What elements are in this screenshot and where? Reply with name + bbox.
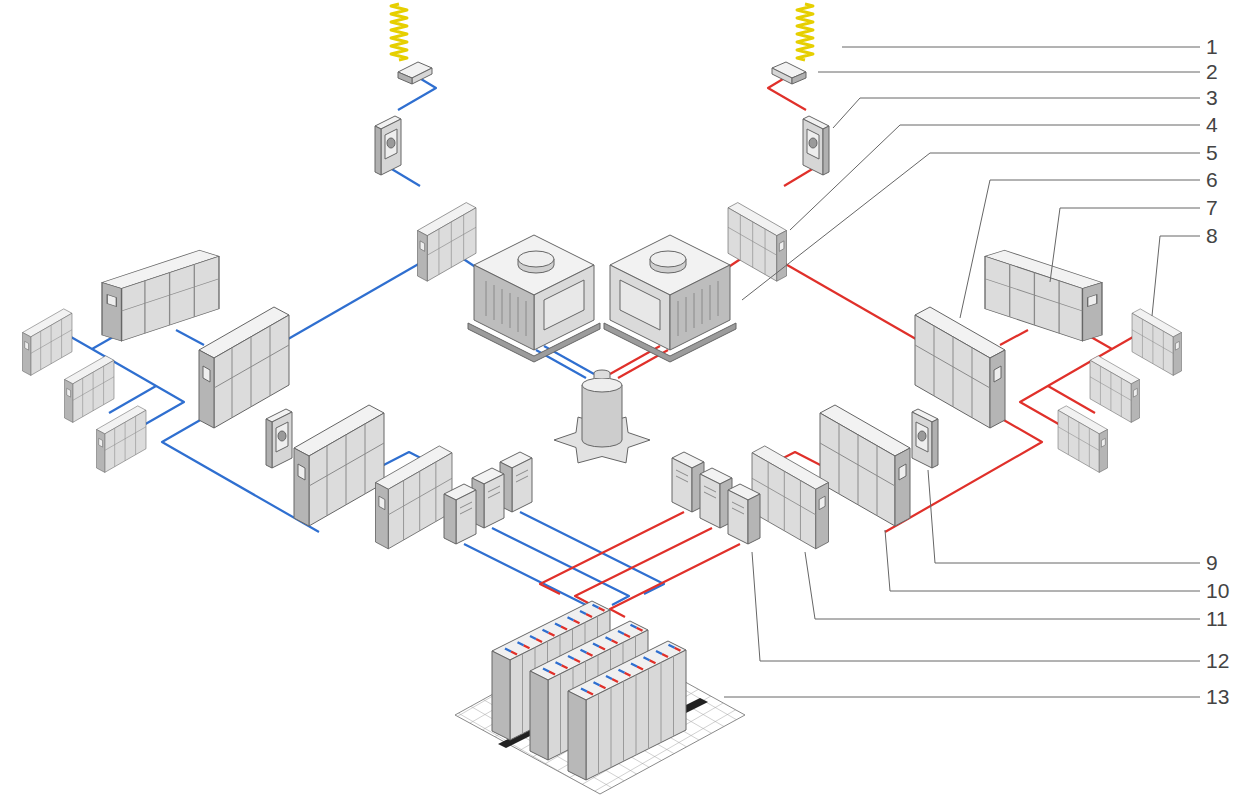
leader-line [928,470,1200,563]
leader-line [724,697,1200,698]
leader-line [885,530,1200,591]
callout-number: 2 [1205,59,1219,85]
leader-line [752,552,1200,661]
server-racks [492,601,708,780]
callout-number: 12 [1205,648,1230,674]
callout-number: 5 [1205,140,1219,166]
callout-number: 11 [1205,606,1229,632]
fuel-tank [554,370,650,463]
feed-a-equipment [540,4,1182,617]
rack-row [568,641,686,780]
callout-number: 9 [1205,550,1219,576]
leader-line [742,153,1200,300]
leader-line [1152,236,1200,316]
callout-number: 8 [1205,223,1219,249]
leader-line [818,72,1200,73]
callout-number: 1 [1205,34,1219,60]
callout-number: 4 [1205,112,1219,138]
callout-number: 13 [1205,684,1230,710]
leader-line [1050,208,1200,282]
feed-b-equipment [23,4,665,617]
callout-number: 6 [1205,167,1219,193]
callout-number: 3 [1205,85,1219,111]
callout-number: 10 [1205,578,1230,604]
leader-line [833,98,1200,128]
leader-lines [724,47,1200,697]
leader-line [805,552,1200,619]
callout-number: 7 [1205,195,1219,221]
leader-line [842,47,1200,48]
leader-line [960,180,1200,318]
